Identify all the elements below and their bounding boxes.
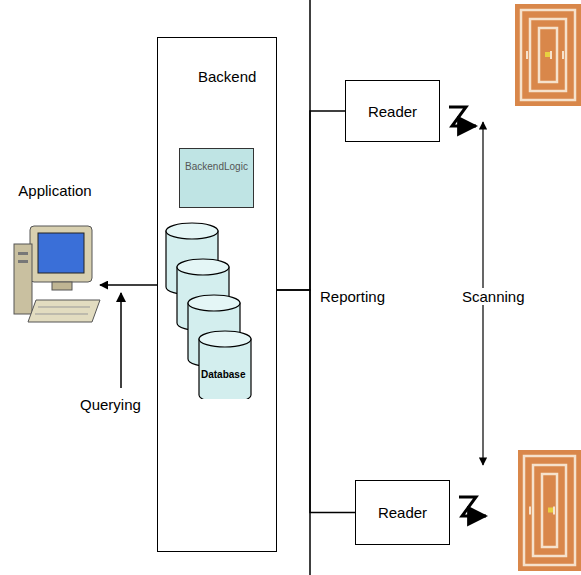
annotation-label: Reporting [320, 288, 385, 305]
logic-box: BackendLogic [179, 148, 254, 208]
node-label: BackendLogic [185, 161, 248, 172]
reader-box: Reader [355, 480, 450, 545]
connector [277, 290, 355, 513]
annotation-label: Scanning [462, 288, 525, 305]
application-node: Application [5, 180, 105, 330]
querying-arrow [120, 293, 122, 388]
node-label: Database [201, 369, 245, 380]
connector [277, 111, 345, 290]
database-cylinders: Database [164, 219, 264, 399]
annotation-label: Querying [80, 396, 141, 413]
radio-symbol [449, 107, 476, 126]
computer-icon [14, 226, 100, 322]
connector [100, 284, 165, 286]
rfid-tag [518, 450, 581, 571]
node-title: Backend [198, 68, 256, 85]
node-label: Reader [378, 504, 427, 521]
node-label: Reader [368, 103, 417, 120]
radio-symbol [459, 497, 486, 516]
reader-box: Reader [345, 80, 440, 142]
rfid-tag [515, 4, 581, 106]
backend-box: BackendBackendLogicDatabase [157, 37, 277, 552]
node-title: Application [5, 182, 105, 199]
